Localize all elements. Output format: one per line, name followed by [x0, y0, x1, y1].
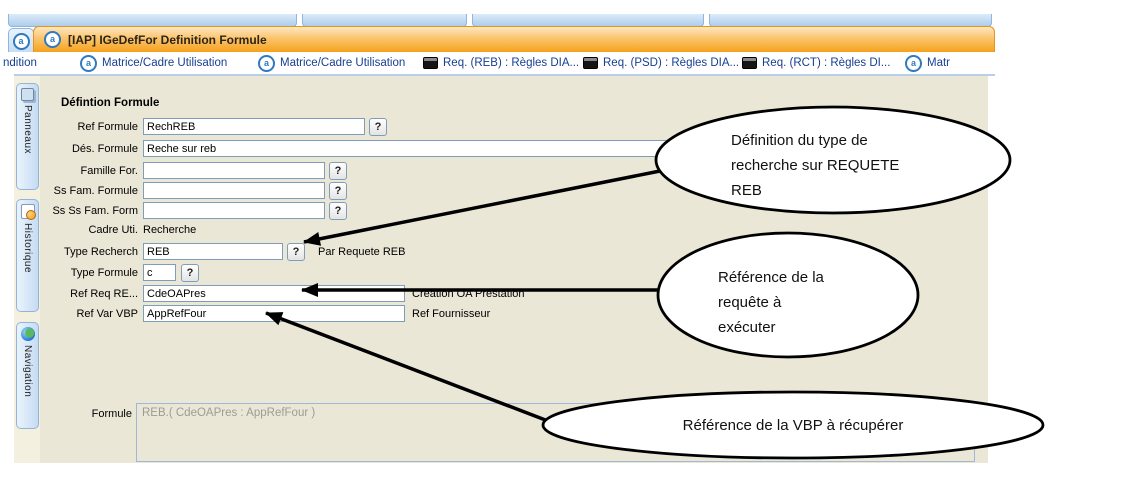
- sidebar-item-label: Historique: [22, 223, 33, 274]
- sidebar-item-panneaux[interactable]: Panneaux: [16, 83, 39, 190]
- help-button[interactable]: ?: [287, 243, 305, 261]
- callout-line: REB: [731, 182, 762, 199]
- field-label: Ref Req RE...: [70, 288, 138, 300]
- field-label: Famille For.: [80, 165, 138, 177]
- field-label: Ref Formule: [77, 121, 138, 133]
- app-logo-icon: a: [258, 54, 275, 72]
- field-label: Cadre Uti.: [88, 224, 138, 236]
- callout-type-recherche: Définition du type de recherche sur REQU…: [731, 128, 899, 203]
- help-button[interactable]: ?: [181, 264, 199, 282]
- field-label: Ss Fam. Formule: [53, 185, 138, 197]
- help-button[interactable]: ?: [329, 182, 347, 200]
- app-logo-icon: a: [905, 54, 922, 72]
- type-formule-input[interactable]: [143, 264, 176, 281]
- tab-label: Matrice/Cadre Utilisation: [280, 57, 406, 69]
- ss-fam-formule-input[interactable]: [143, 182, 325, 199]
- document-tabbar: ndition a Matrice/Cadre Utilisation a Ma…: [0, 52, 995, 74]
- callout-requete: Référence de la requête à exécuter: [718, 265, 824, 340]
- sidebar-item-label: Panneaux: [22, 105, 33, 155]
- app-logo-icon: a: [44, 31, 61, 48]
- tabbar-separator: [14, 74, 995, 76]
- sidebar-item-navigation[interactable]: Navigation: [16, 322, 39, 429]
- type-recherch-input[interactable]: [143, 243, 283, 260]
- tab-label: Req. (REB) : Règles DIA...: [443, 57, 580, 69]
- console-icon: [742, 57, 757, 69]
- field-label: Ref Var VBP: [76, 308, 138, 320]
- type-recherch-note: Par Requete REB: [318, 246, 406, 258]
- tab-label: ndition: [3, 57, 37, 69]
- sidebar-item-historique[interactable]: Historique: [16, 199, 39, 312]
- callout-line: requête à: [718, 294, 782, 311]
- globe-icon: [20, 327, 35, 341]
- tab-condition[interactable]: ndition: [3, 54, 37, 72]
- field-label: Type Formule: [70, 267, 138, 279]
- callout-line: Référence de la: [718, 269, 824, 286]
- callout-line: Définition du type de: [731, 132, 868, 149]
- tab-label: Matr: [927, 57, 950, 69]
- window-titlebar: a [IAP] IGeDefFor Definition Formule: [33, 26, 995, 52]
- famille-for-input[interactable]: [143, 162, 325, 179]
- ref-var-vbp-input[interactable]: [143, 305, 405, 322]
- app-logo-tab[interactable]: a: [8, 28, 34, 54]
- tab-label: Req. (PSD) : Règles DIA...: [603, 57, 740, 69]
- console-icon: [423, 57, 438, 69]
- help-button[interactable]: ?: [369, 118, 387, 136]
- ref-req-note: Creation OA Prestation: [412, 288, 525, 300]
- tab-label: Matrice/Cadre Utilisation: [102, 57, 228, 69]
- console-icon: [583, 57, 598, 69]
- field-label: Dés. Formule: [71, 143, 138, 155]
- ref-req-input[interactable]: [143, 285, 405, 302]
- app-logo-icon: a: [12, 32, 30, 50]
- ref-var-vbp-note: Ref Fournisseur: [412, 308, 491, 320]
- cadre-uti-value: Recherche: [143, 224, 197, 236]
- callout-line: Référence de la VBP à récupérer: [682, 417, 904, 434]
- field-label: Type Recherch: [64, 246, 138, 258]
- callout-line: exécuter: [718, 319, 776, 336]
- help-button[interactable]: ?: [329, 162, 347, 180]
- help-button[interactable]: ?: [329, 202, 347, 220]
- form-title: Défintion Formule: [61, 97, 160, 109]
- ss-ss-fam-form-input[interactable]: [143, 202, 325, 219]
- field-label: Ss Ss Fam. Form: [52, 205, 138, 217]
- ref-formule-input[interactable]: [143, 118, 365, 135]
- callout-vbp: Référence de la VBP à récupérer: [543, 413, 1043, 438]
- tab-label: Req. (RCT) : Règles DI...: [762, 57, 891, 69]
- sidebar-item-label: Navigation: [22, 345, 33, 398]
- callout-line: recherche sur REQUETE: [731, 157, 900, 174]
- panels-icon: [21, 88, 34, 101]
- tab-req-reb[interactable]: Req. (REB) : Règles DIA...: [423, 54, 579, 72]
- tab-matrice-3[interactable]: a Matr: [905, 54, 950, 72]
- tab-req-rct[interactable]: Req. (RCT) : Règles DI...: [742, 54, 890, 72]
- app-logo-icon: a: [80, 54, 97, 72]
- history-icon: [20, 204, 36, 220]
- window-title: [IAP] IGeDefFor Definition Formule: [68, 32, 267, 47]
- tab-req-psd[interactable]: Req. (PSD) : Règles DIA...: [583, 54, 739, 72]
- tab-matrice-cadre-2[interactable]: a Matrice/Cadre Utilisation: [258, 54, 405, 72]
- tab-matrice-cadre-1[interactable]: a Matrice/Cadre Utilisation: [80, 54, 227, 72]
- field-label: Formule: [91, 408, 132, 420]
